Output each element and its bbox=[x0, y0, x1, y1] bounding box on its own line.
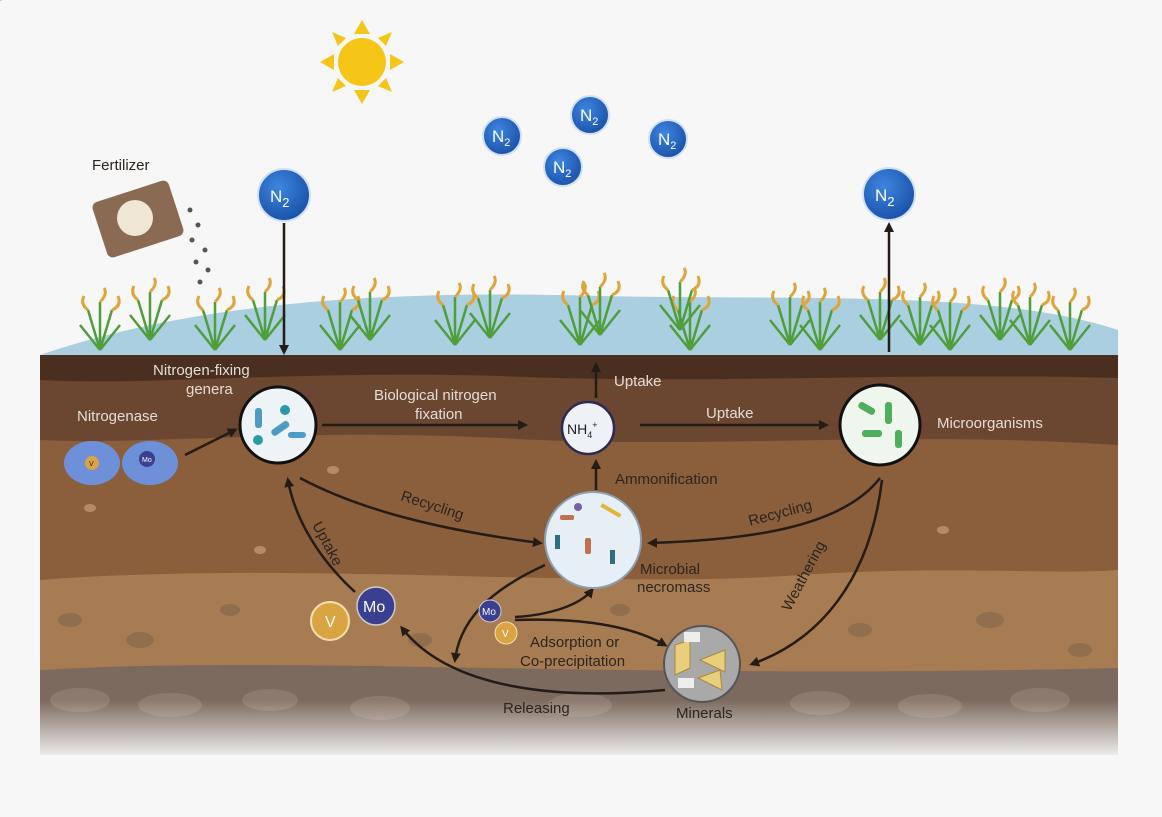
svg-text:N2: N2 bbox=[875, 186, 895, 209]
nitrogenase-icon: V Mo bbox=[64, 441, 178, 485]
fertilizer-label: Fertilizer bbox=[92, 157, 150, 174]
genera-label: genera bbox=[186, 381, 233, 398]
nitrogenase-label: Nitrogenase bbox=[77, 408, 158, 425]
nitrogen-fixing-genera-circle bbox=[238, 385, 318, 465]
mo-atom-icon: Mo bbox=[356, 586, 396, 626]
n2-molecule-icon: N2 bbox=[543, 147, 583, 187]
adsorption-label-1: Adsorption or bbox=[530, 634, 619, 651]
v-small-icon: V bbox=[494, 621, 518, 645]
uptake-mid-label: Uptake bbox=[706, 405, 754, 422]
sun-icon bbox=[320, 20, 404, 104]
svg-text:Mo: Mo bbox=[482, 607, 496, 618]
n2-molecule-icon: N2 bbox=[570, 95, 610, 135]
svg-text:N2: N2 bbox=[270, 187, 290, 210]
ammonification-label: Ammonification bbox=[615, 471, 718, 488]
bnf-label-2: fixation bbox=[415, 406, 463, 423]
mo-small-icon: Mo bbox=[478, 599, 502, 623]
nitrogen-fixing-label: Nitrogen-fixing bbox=[153, 362, 250, 379]
microbial-label: Microbial bbox=[640, 561, 700, 578]
microorganisms-label: Microorganisms bbox=[937, 415, 1043, 432]
releasing-label: Releasing bbox=[503, 700, 570, 717]
nh4-circle: NH4+ bbox=[560, 400, 616, 456]
svg-text:N2: N2 bbox=[580, 106, 598, 128]
svg-text:Mo: Mo bbox=[142, 457, 152, 464]
adsorption-label-2: Co-precipitation bbox=[520, 653, 625, 670]
microorganisms-circle bbox=[838, 383, 922, 467]
svg-text:V: V bbox=[89, 461, 94, 468]
minerals-label: Minerals bbox=[676, 705, 733, 722]
svg-text:Mo: Mo bbox=[363, 599, 385, 616]
v-atom-icon: V bbox=[310, 601, 350, 641]
n2-input-icon: N2 bbox=[257, 168, 311, 222]
fertilizer-bag-icon bbox=[92, 180, 211, 285]
minerals-circle bbox=[663, 625, 741, 703]
n2-output-icon: N2 bbox=[862, 167, 916, 221]
svg-text:N2: N2 bbox=[658, 130, 676, 152]
microbial-necromass-circle bbox=[544, 491, 642, 589]
process-arrows bbox=[184, 222, 894, 695]
svg-text:V: V bbox=[325, 614, 336, 631]
svg-text:NH4+: NH4+ bbox=[567, 420, 598, 440]
svg-text:V: V bbox=[502, 629, 509, 640]
svg-text:N2: N2 bbox=[553, 158, 571, 180]
necromass-label: necromass bbox=[637, 579, 710, 596]
n2-molecule-icon: N2 bbox=[648, 119, 688, 159]
bnf-label-1: Biological nitrogen bbox=[374, 387, 497, 404]
n2-molecules: N2 N2 N2 N2 N2 N2 bbox=[257, 95, 916, 222]
uptake-top-label: Uptake bbox=[614, 373, 662, 390]
svg-text:N2: N2 bbox=[492, 127, 510, 149]
n2-molecule-icon: N2 bbox=[482, 116, 522, 156]
